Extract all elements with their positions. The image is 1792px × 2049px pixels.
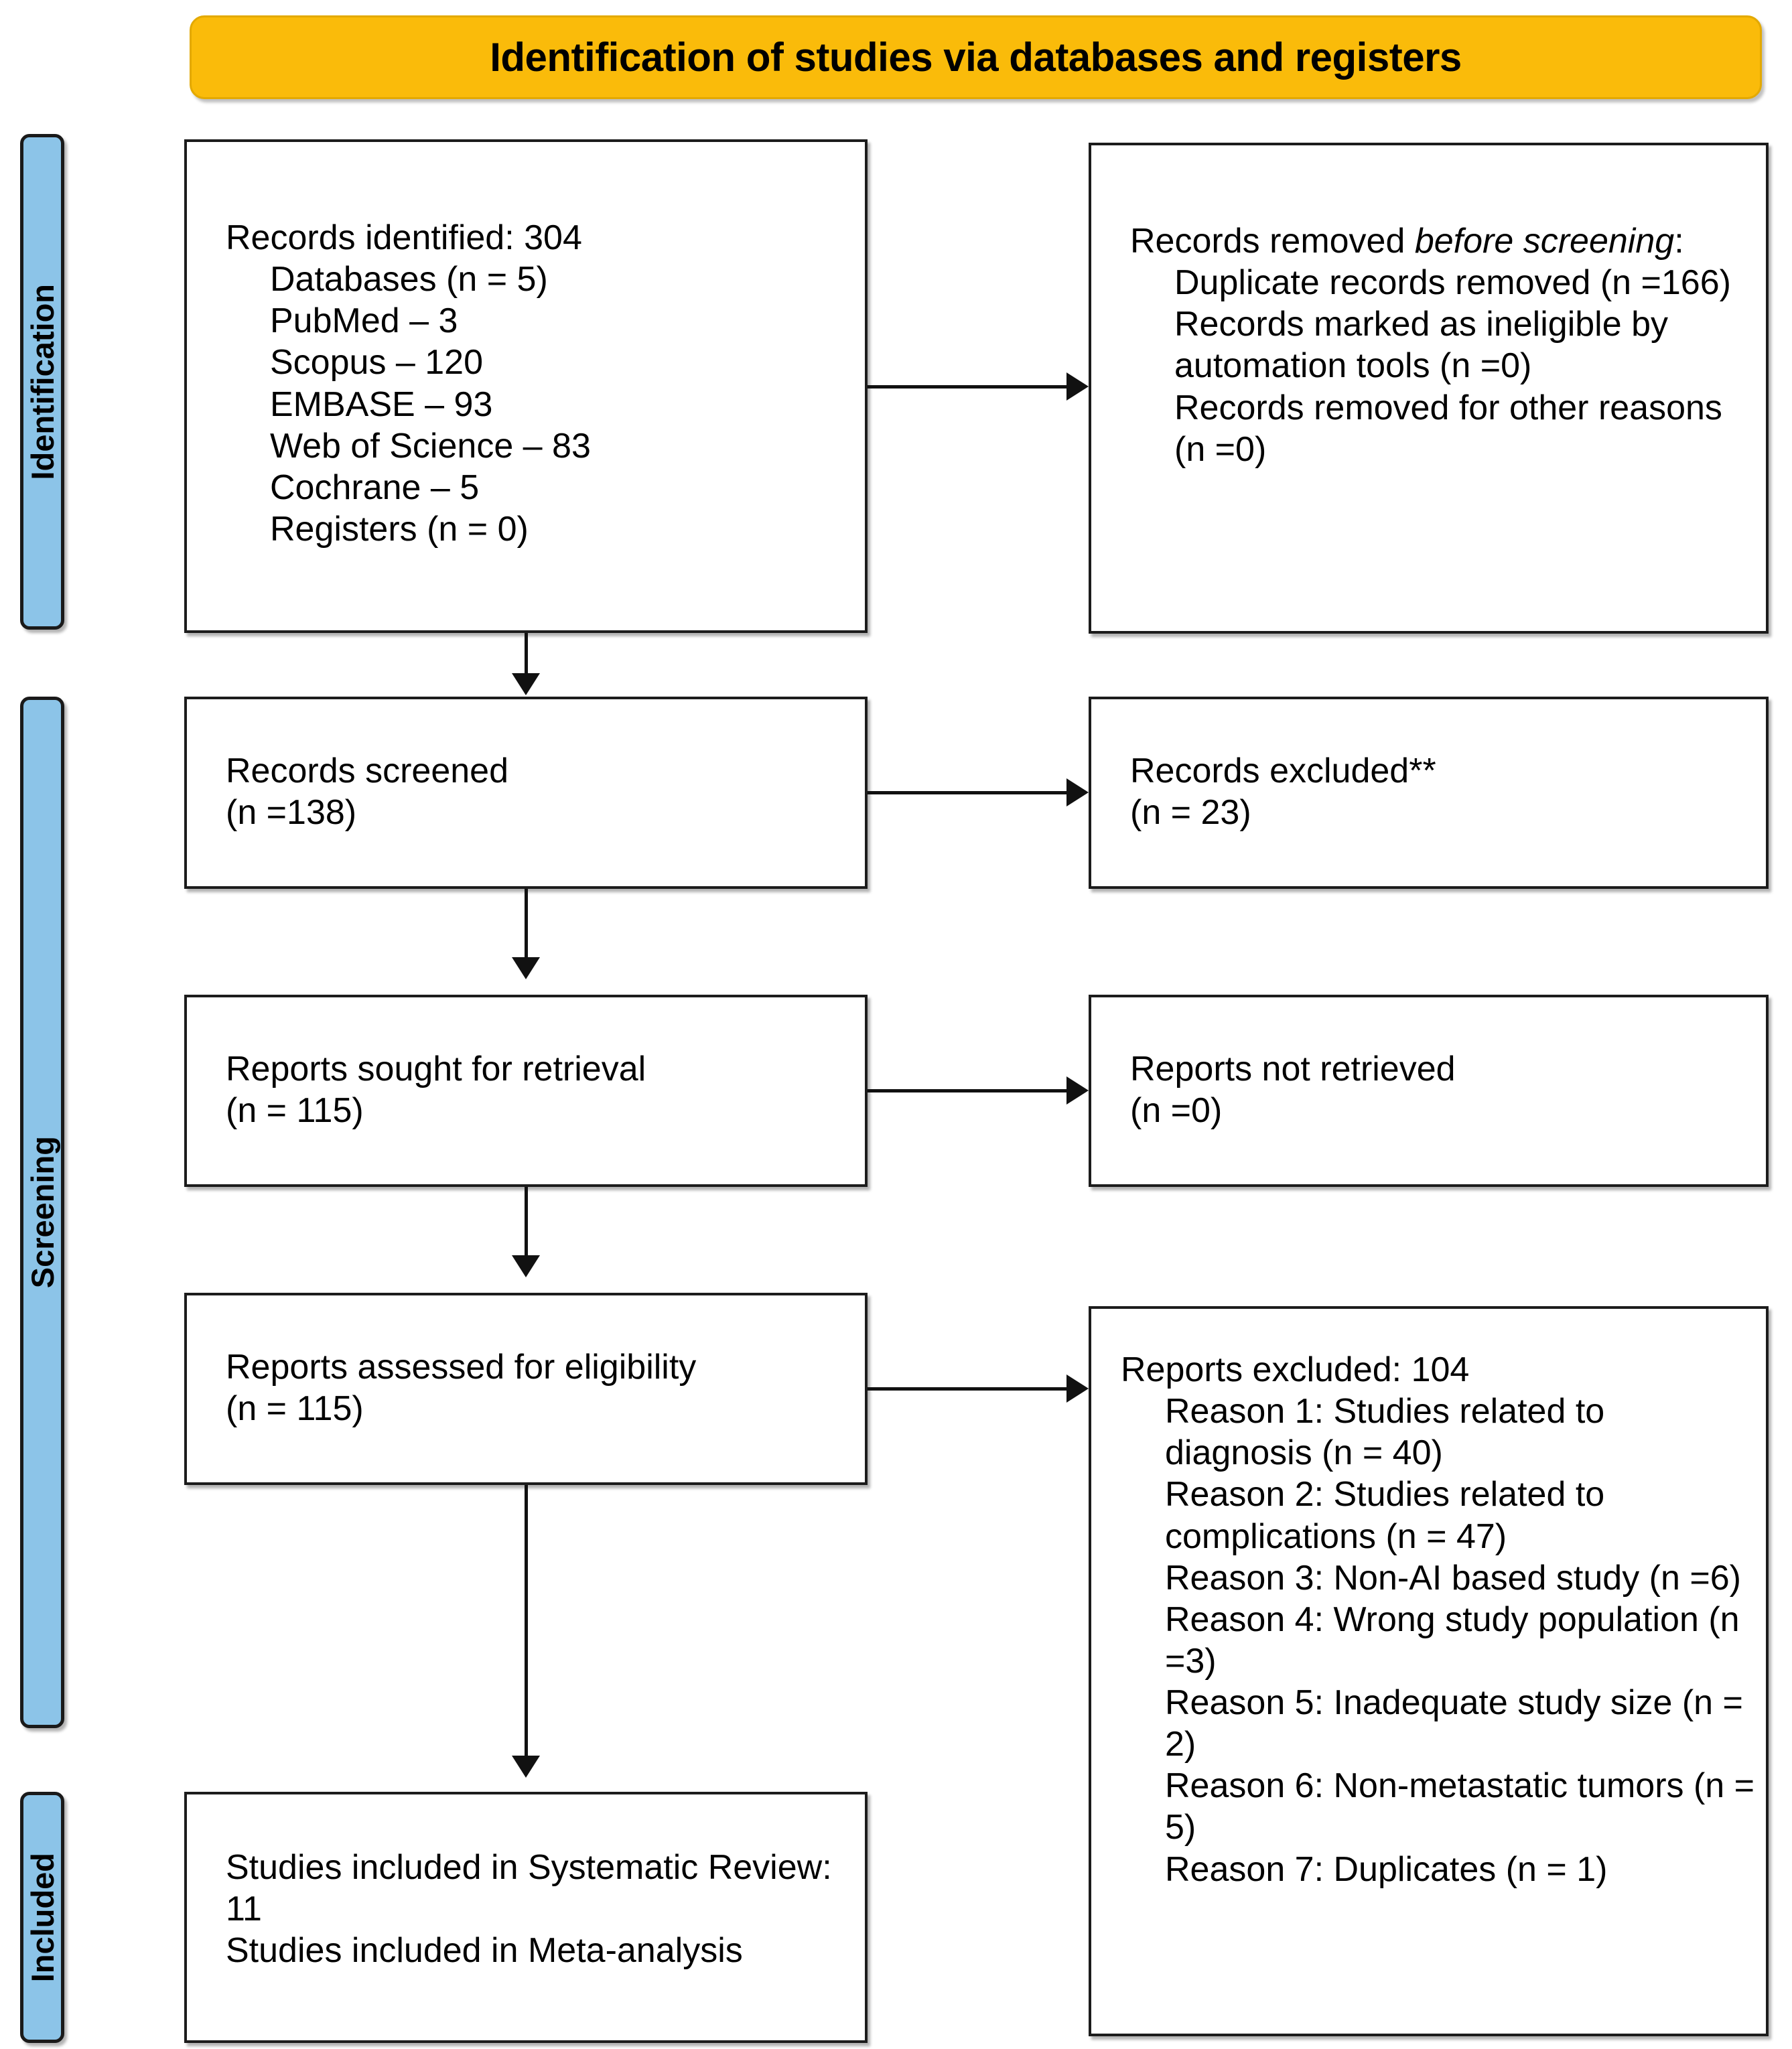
box-reports-excluded-text: Reports excluded: 104 Reason 1: Studies … — [1121, 1349, 1756, 1890]
arrow-screened-to-excluded — [1066, 778, 1089, 806]
reports-excluded-reason-7: Reason 7: Duplicates (n = 1) — [1165, 1849, 1608, 1889]
records-excluded-label: Records excluded** — [1130, 752, 1436, 790]
reports-excluded-reason-3: Reason 3: Non-AI based study (n =6) — [1165, 1558, 1741, 1598]
connector-sought-to-assessed — [525, 1187, 528, 1257]
phase-label-included: Included — [20, 1792, 64, 2043]
records-screened-count: (n =138) — [226, 793, 357, 833]
connector-screened-to-excluded — [868, 791, 1066, 794]
reports-excluded-reason-5: Reason 5: Inadequate study size (n = 2) — [1165, 1683, 1743, 1764]
records-identified-wos: Web of Science – 83 — [270, 426, 591, 466]
header-title: Identification of studies via databases … — [490, 35, 1462, 80]
records-identified-total: Records identified: 304 — [226, 218, 582, 257]
box-records-removed-text: Records removed before screening: Duplic… — [1130, 220, 1751, 470]
reports-not-retrieved-label: Reports not retrieved — [1130, 1050, 1456, 1088]
records-removed-automation: Records marked as ineligible by automati… — [1174, 305, 1669, 386]
box-records-excluded-text: Records excluded** (n = 23) — [1130, 750, 1751, 833]
box-reports-not-retrieved: Reports not retrieved (n =0) — [1089, 995, 1769, 1187]
records-screened-label: Records screened — [226, 752, 508, 790]
connector-identified-to-removed — [868, 385, 1066, 388]
box-reports-sought-text: Reports sought for retrieval (n = 115) — [226, 1048, 850, 1131]
arrow-assessed-to-reports-excluded — [1066, 1374, 1089, 1403]
connector-assessed-to-reports-excluded — [868, 1387, 1066, 1391]
box-studies-included-text: Studies included in Systematic Review: 1… — [226, 1847, 850, 1971]
studies-included-meta-analysis: Studies included in Meta-analysis — [226, 1931, 743, 1971]
header-banner: Identification of studies via databases … — [190, 15, 1762, 99]
box-reports-excluded: Reports excluded: 104 Reason 1: Studies … — [1089, 1306, 1769, 2036]
records-identified-pubmed: PubMed – 3 — [270, 301, 458, 341]
studies-included-systematic-review: Studies included in Systematic Review: 1… — [226, 1848, 832, 1929]
records-removed-duplicates: Duplicate records removed (n =166) — [1174, 263, 1731, 303]
records-identified-embase: EMBASE – 93 — [270, 384, 493, 424]
reports-assessed-label: Reports assessed for eligibility — [226, 1348, 697, 1387]
reports-assessed-count: (n = 115) — [226, 1389, 364, 1429]
reports-not-retrieved-count: (n =0) — [1130, 1091, 1223, 1131]
records-removed-heading-b: before screening — [1414, 222, 1675, 261]
arrow-sought-to-assessed — [512, 1255, 540, 1277]
connector-identified-to-screened — [525, 633, 528, 675]
connector-assessed-to-included — [525, 1485, 528, 1757]
box-reports-not-retrieved-text: Reports not retrieved (n =0) — [1130, 1048, 1751, 1131]
phase-label-identification: Identification — [20, 134, 64, 630]
box-records-excluded: Records excluded** (n = 23) — [1089, 697, 1769, 889]
arrow-identified-to-screened — [512, 673, 540, 695]
records-identified-registers: Registers (n = 0) — [270, 509, 529, 549]
reports-excluded-reason-1: Reason 1: Studies related to diagnosis (… — [1165, 1392, 1605, 1473]
records-excluded-count: (n = 23) — [1130, 793, 1251, 833]
arrow-sought-to-not-retrieved — [1066, 1076, 1089, 1105]
box-studies-included: Studies included in Systematic Review: 1… — [184, 1792, 868, 2043]
connector-sought-to-not-retrieved — [868, 1089, 1066, 1092]
box-reports-assessed-for-eligibility: Reports assessed for eligibility (n = 11… — [184, 1293, 868, 1485]
phase-label-identification-text: Identification — [24, 283, 60, 480]
records-identified-databases: Databases (n = 5) — [270, 260, 548, 299]
arrow-identified-to-removed — [1066, 372, 1089, 401]
box-records-identified-text: Records identified: 304 Databases (n = 5… — [226, 217, 850, 550]
records-removed-heading-c: : — [1674, 222, 1684, 261]
box-reports-sought-for-retrieval: Reports sought for retrieval (n = 115) — [184, 995, 868, 1187]
records-removed-heading-a: Records removed — [1130, 222, 1415, 261]
phase-label-included-text: Included — [24, 1852, 60, 1983]
records-identified-scopus: Scopus – 120 — [270, 343, 484, 382]
connector-screened-to-sought — [525, 889, 528, 959]
box-records-removed-before-screening: Records removed before screening: Duplic… — [1089, 143, 1769, 634]
box-records-identified: Records identified: 304 Databases (n = 5… — [184, 139, 868, 633]
records-identified-cochrane: Cochrane – 5 — [270, 468, 480, 507]
records-removed-other: Records removed for other reasons (n =0) — [1174, 388, 1722, 469]
arrow-assessed-to-included — [512, 1756, 540, 1778]
records-removed-heading: Records removed before screening: — [1130, 220, 1751, 262]
reports-excluded-reason-6: Reason 6: Non-metastatic tumors (n = 5) — [1165, 1766, 1755, 1847]
reports-sought-count: (n = 115) — [226, 1091, 364, 1131]
phase-label-screening: Screening — [20, 697, 64, 1728]
box-reports-assessed-text: Reports assessed for eligibility (n = 11… — [226, 1346, 850, 1429]
arrow-screened-to-sought — [512, 957, 540, 979]
box-records-screened-text: Records screened (n =138) — [226, 750, 850, 833]
reports-excluded-total: Reports excluded: 104 — [1121, 1350, 1470, 1389]
reports-excluded-reason-4: Reason 4: Wrong study population (n =3) — [1165, 1600, 1740, 1681]
reports-sought-label: Reports sought for retrieval — [226, 1050, 646, 1088]
phase-label-screening-text: Screening — [24, 1136, 60, 1289]
box-records-screened: Records screened (n =138) — [184, 697, 868, 889]
reports-excluded-reason-2: Reason 2: Studies related to complicatio… — [1165, 1475, 1605, 1556]
